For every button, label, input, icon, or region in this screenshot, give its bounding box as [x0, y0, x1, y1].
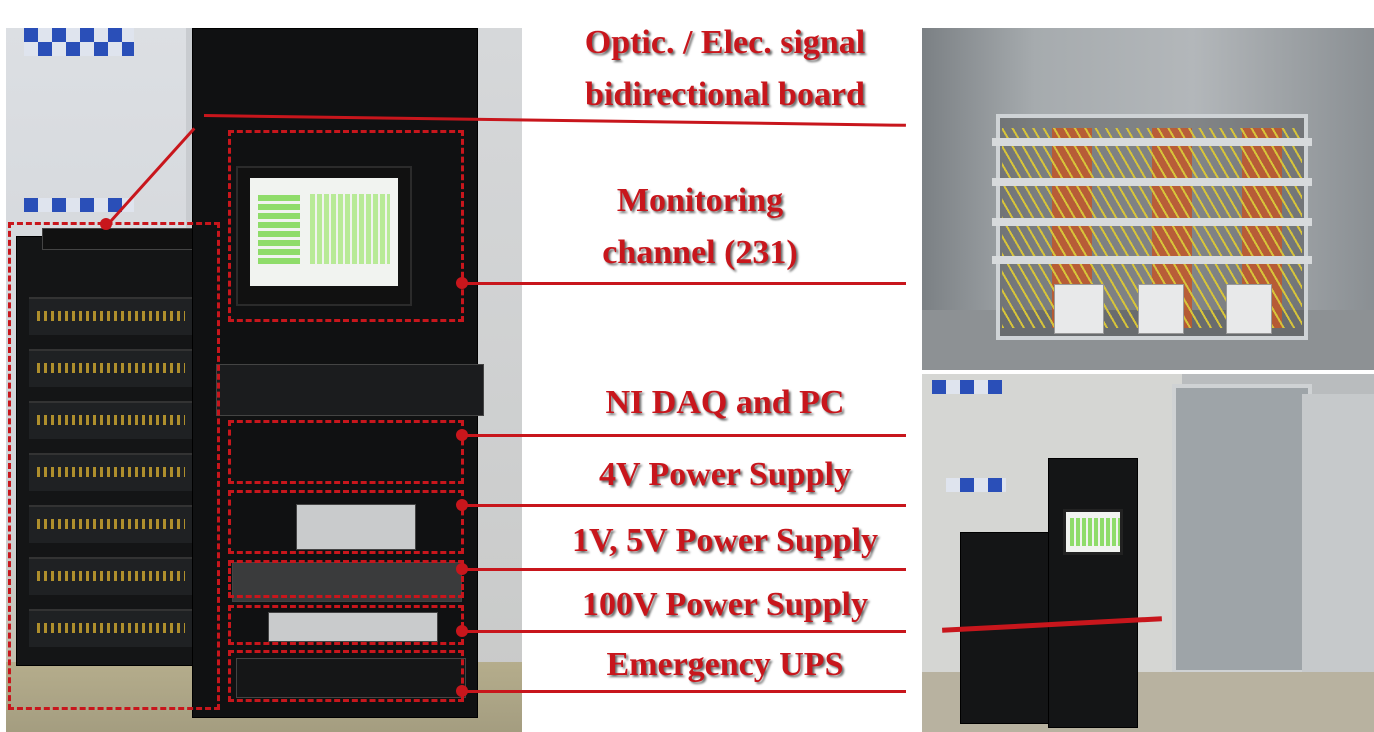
- wall-checker-pattern: [946, 478, 1006, 492]
- connector-line: [462, 690, 906, 693]
- frame-bar: [992, 218, 1312, 226]
- channel-grid: [1070, 518, 1120, 546]
- connector-dot: [456, 625, 468, 637]
- frame-bar: [992, 138, 1312, 146]
- label-1v-5v-power-supply: 1V, 5V Power Supply: [571, 522, 879, 559]
- channel-grid: [258, 194, 300, 264]
- connector-dot: [456, 563, 468, 575]
- highlight-box-monitoring: [228, 130, 464, 322]
- label-monitoring-line1: Monitoring: [616, 182, 784, 219]
- equipment-rack-left: [16, 236, 206, 666]
- connector-dot: [456, 685, 468, 697]
- photo-measurement-rack: [6, 28, 522, 732]
- highlight-box-bidirectional-board: [8, 222, 220, 710]
- frame-bar: [992, 178, 1312, 186]
- photo-test-chamber-inside: [922, 28, 1374, 370]
- connector-dot: [100, 218, 112, 230]
- power-supply-unit: [296, 504, 416, 550]
- rack-shelf: [29, 609, 193, 647]
- equipment-cabinet-main: [1048, 458, 1138, 728]
- label-emergency-ups: Emergency UPS: [606, 646, 844, 683]
- wall-checker-pattern: [24, 28, 134, 42]
- instrument-box: [1138, 284, 1184, 334]
- wall-checker-pattern: [24, 42, 134, 56]
- connector-line: [462, 630, 906, 633]
- photo-test-chamber-overview: [922, 374, 1374, 732]
- ups-unit: [236, 658, 466, 698]
- connector-dot: [456, 499, 468, 511]
- label-ni-daq-pc: NI DAQ and PC: [605, 384, 845, 421]
- connector-dot: [456, 429, 468, 441]
- label-optic-elec-line1: Optic. / Elec. signal: [584, 24, 866, 61]
- rack-shelf: [29, 505, 193, 543]
- frame-bar: [992, 256, 1312, 264]
- rack-shelf: [29, 453, 193, 491]
- chamber-door-open: [1302, 394, 1374, 694]
- instrument-box: [1054, 284, 1104, 334]
- label-4v-power-supply: 4V Power Supply: [599, 456, 851, 493]
- highlight-box-ni-daq: [228, 420, 464, 484]
- rack-shelf: [29, 557, 193, 595]
- rack-shelf: [29, 297, 193, 335]
- label-100v-power-supply: 100V Power Supply: [582, 586, 868, 623]
- connector-line: [462, 434, 906, 437]
- label-monitoring-line2: channel (231): [602, 234, 798, 271]
- highlight-box-4v: [228, 490, 464, 554]
- monitoring-display: [1063, 509, 1123, 555]
- highlight-box-ups: [228, 650, 464, 702]
- rack-shelf: [29, 349, 193, 387]
- power-supply-unit: [268, 612, 438, 642]
- connector-line: [462, 568, 906, 571]
- wall-checker-pattern: [932, 380, 1002, 394]
- rack-shelf: [29, 401, 193, 439]
- label-optic-elec-line2: bidirectional board: [585, 76, 865, 113]
- chamber-door: [1172, 384, 1312, 674]
- highlight-box-1v5v: [228, 560, 464, 598]
- connector-line: [462, 282, 906, 285]
- keyboard-drawer: [216, 364, 484, 416]
- highlight-box-100v: [228, 605, 464, 645]
- connector-line: [462, 504, 906, 507]
- monitor-screen: [250, 178, 398, 286]
- instrument-box: [1226, 284, 1272, 334]
- wall-checker-pattern: [24, 198, 134, 212]
- channel-grid: [310, 194, 390, 264]
- monitoring-display: [236, 166, 412, 306]
- connector-dot: [456, 277, 468, 289]
